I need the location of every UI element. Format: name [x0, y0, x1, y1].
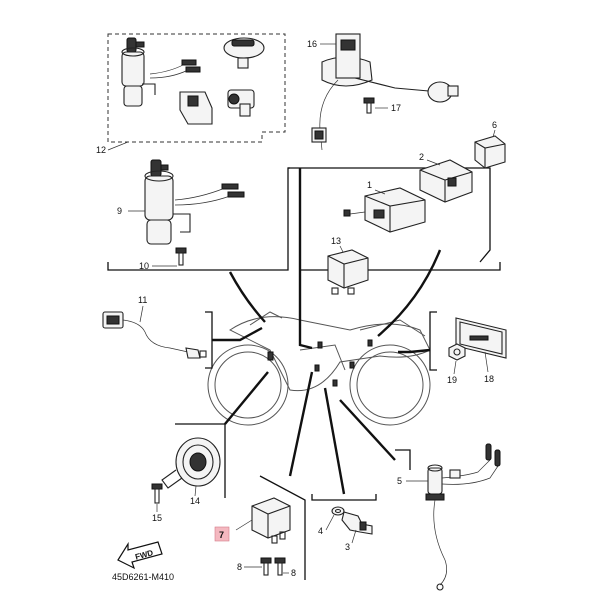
callout-5: 5	[397, 476, 402, 486]
callout-4: 4	[318, 526, 323, 536]
part-4-washer: 4	[318, 506, 345, 536]
callout-3: 3	[345, 542, 350, 552]
callout-2: 2	[419, 152, 424, 162]
part-11-sensor: 11	[102, 295, 207, 359]
callout-18: 18	[484, 374, 494, 384]
part-14-horn: 14	[161, 437, 221, 506]
part-18-reflector: 18	[455, 317, 507, 384]
callout-12: 12	[96, 145, 106, 155]
callout-16: 16	[307, 39, 317, 49]
callout-13: 13	[331, 236, 341, 246]
callout-6: 6	[492, 120, 497, 130]
motorcycle-silhouette	[207, 311, 431, 426]
part-10-bolt: 10	[139, 247, 187, 271]
part-1-unit: 1	[343, 180, 426, 233]
callout-7: 7	[219, 530, 224, 540]
fwd-arrow-icon: FWD	[117, 541, 163, 570]
drawing-code: 45D6261-M410	[112, 572, 174, 582]
part-17-screw: 17	[363, 97, 401, 114]
part-7-relay: 7	[214, 497, 291, 544]
callout-15: 15	[152, 513, 162, 523]
callout-9: 9	[117, 206, 122, 216]
callout-7-highlight	[214, 526, 230, 542]
callout-11: 11	[138, 295, 147, 305]
part-2-relay: 2	[419, 152, 473, 203]
part-9-main-switch: 9	[117, 159, 245, 245]
part-16-fuel-sender: 16	[307, 33, 459, 151]
part-8-screws: 8 8	[237, 557, 296, 578]
callout-8-left: 8	[237, 562, 242, 572]
callout-1: 1	[367, 180, 372, 190]
part-6-relay: 6	[474, 120, 506, 169]
callout-14: 14	[190, 496, 200, 506]
part-19-nut: 19	[447, 343, 466, 385]
main-switch-set: 12	[96, 37, 265, 155]
callout-8-right: 8	[291, 568, 296, 578]
callout-17: 17	[391, 103, 401, 113]
callout-19: 19	[447, 375, 457, 385]
part-13-relay: 13	[327, 236, 369, 295]
group-brackets	[107, 33, 501, 580]
part-5-switch: 5	[397, 443, 501, 591]
callout-10: 10	[139, 261, 149, 271]
part-3-sender: 3	[341, 511, 373, 552]
part-15-bolt: 15	[151, 483, 163, 523]
